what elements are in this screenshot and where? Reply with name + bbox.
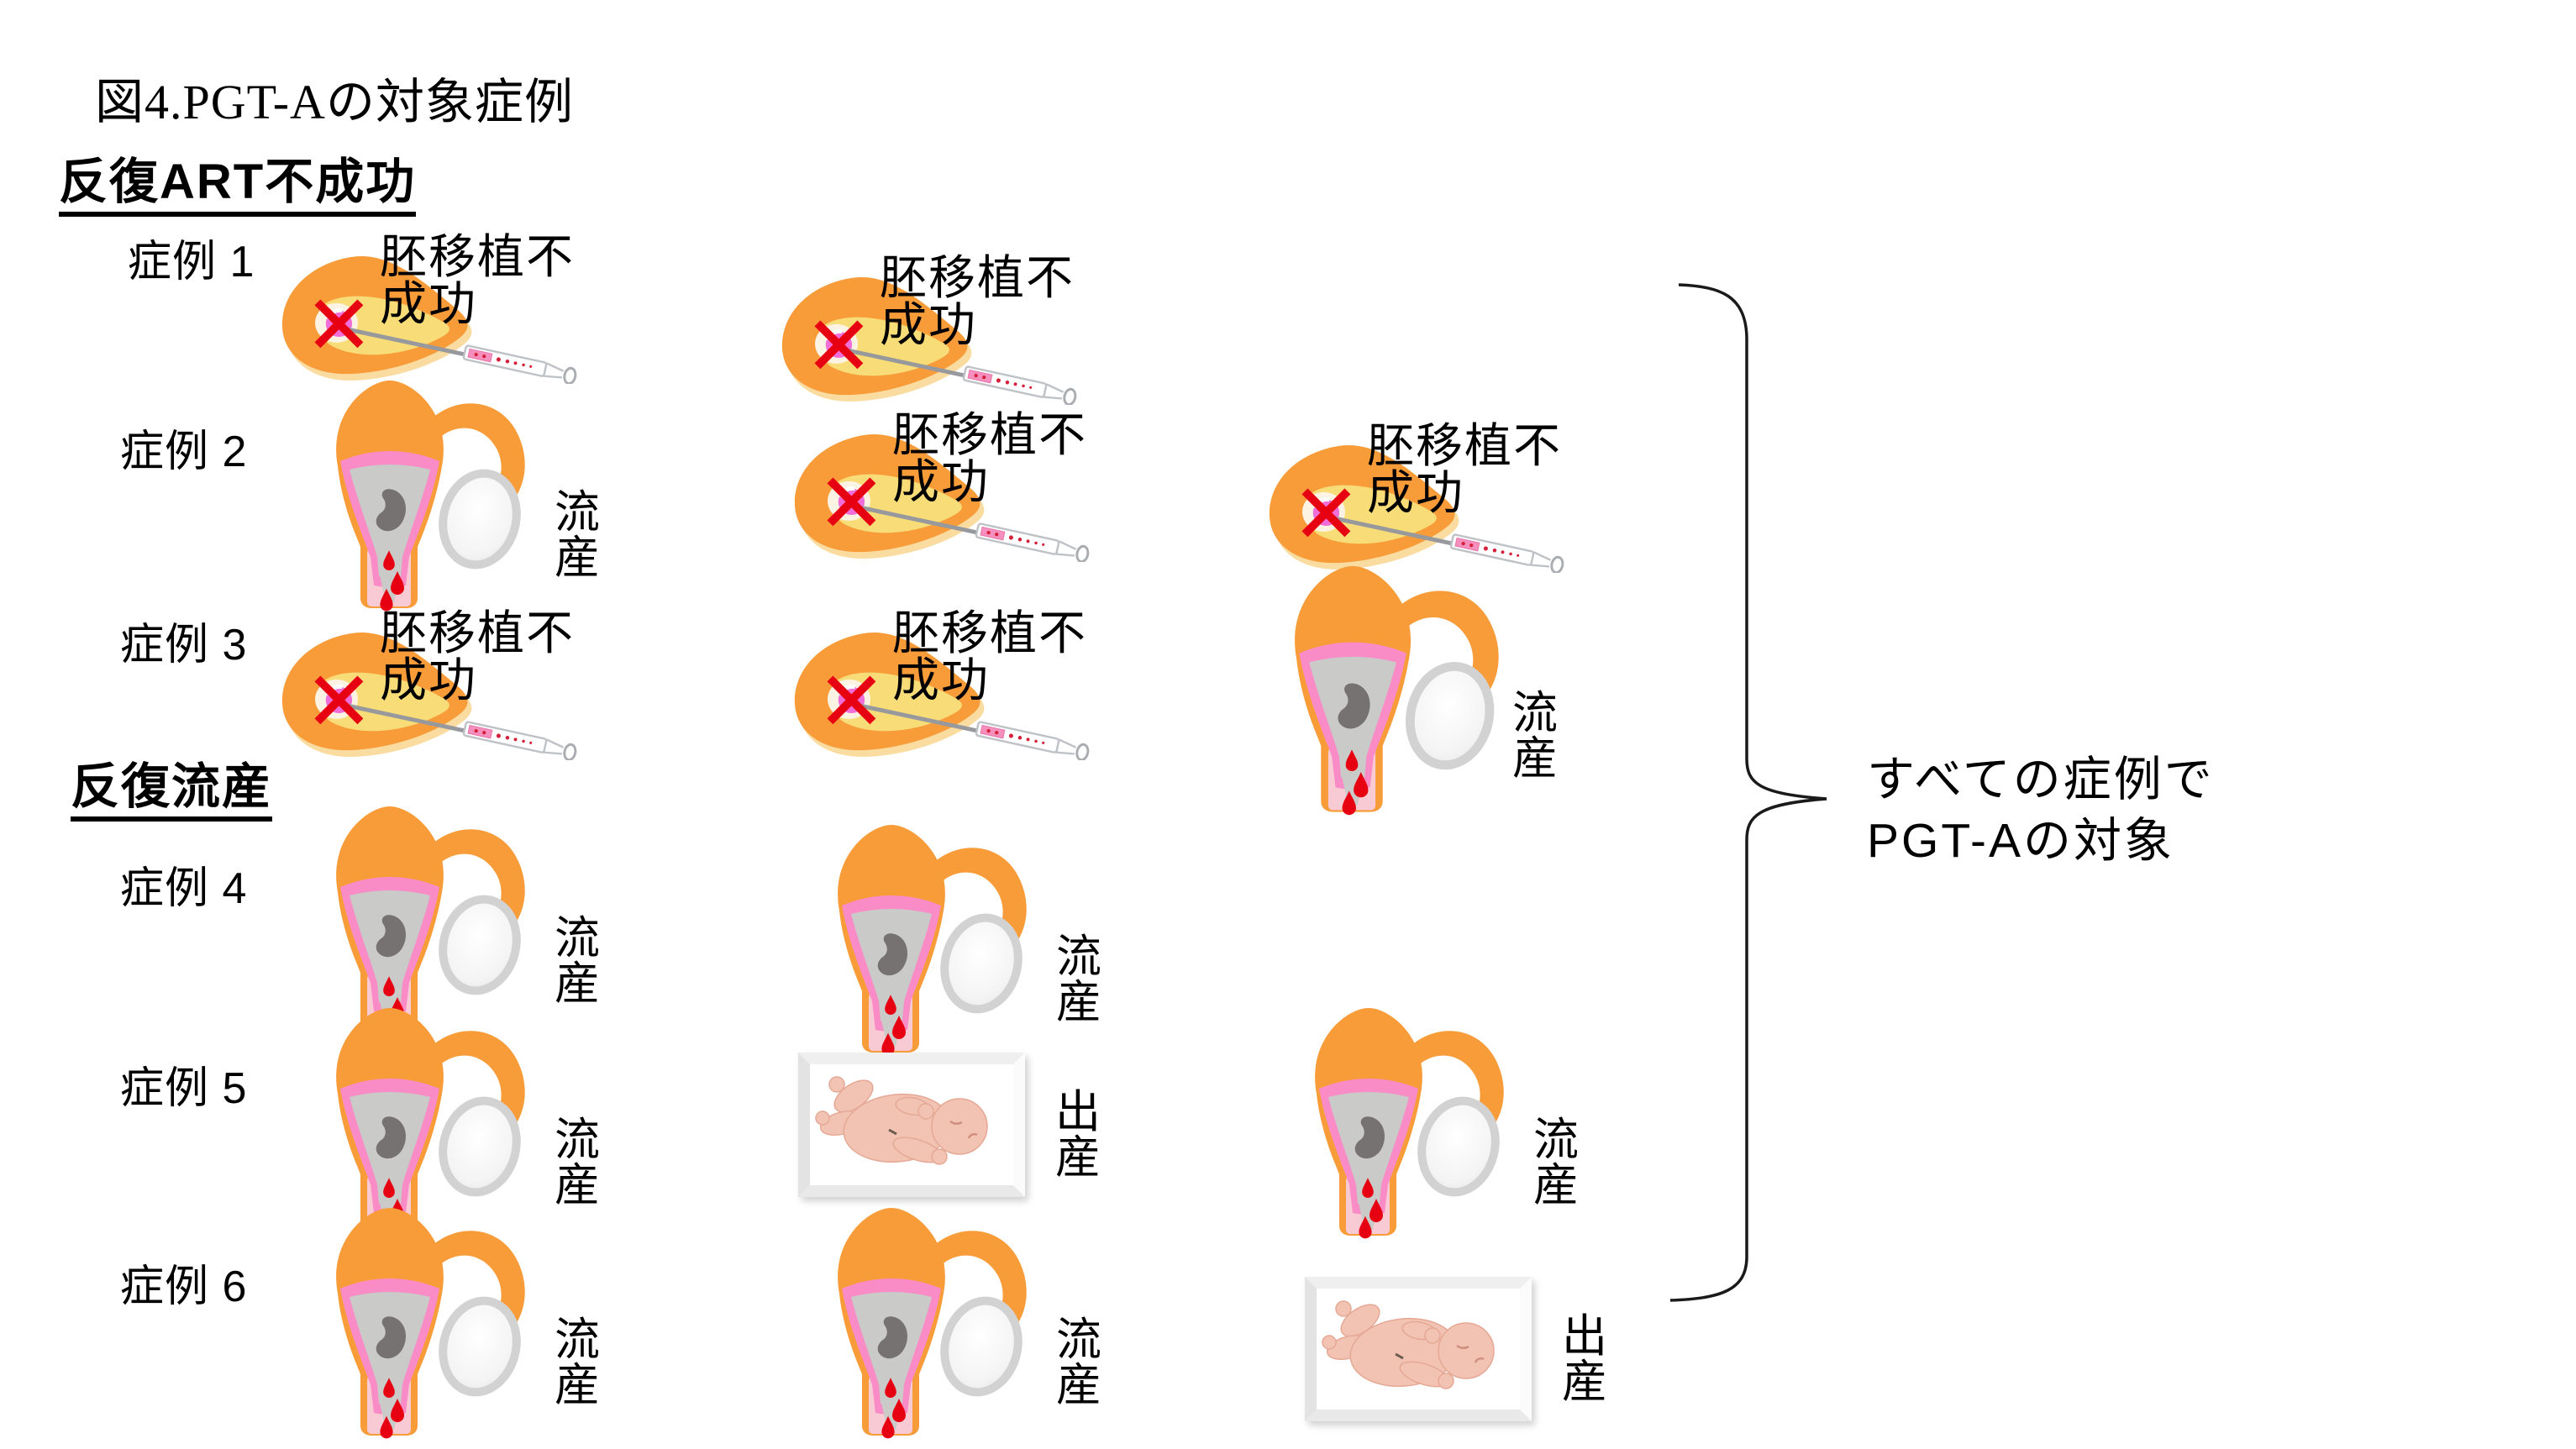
- birth-label: 出産: [1055, 1087, 1105, 1183]
- case5-event2-birth: 出産: [798, 1053, 1101, 1197]
- transfer-failure-label: 胚移植不成功: [380, 606, 575, 706]
- case6-event2-miscarriage: 流産: [828, 1200, 1101, 1439]
- case3-event1-transfer-failure: 胚移植不成功: [277, 610, 590, 760]
- case2-event3-transfer-failure: 胚移植不成功: [1264, 423, 1577, 573]
- miscarriage-label: 流産: [1533, 1115, 1583, 1210]
- case-5-label: 症例 5: [120, 1064, 248, 1113]
- case4-event1-miscarriage: 流産: [326, 798, 600, 1037]
- case1-event1-transfer-failure: 胚移植不成功: [277, 234, 590, 384]
- miscarriage-label: 流産: [1056, 1315, 1106, 1410]
- pgt-a-target-note-line1: すべての症例で: [1867, 753, 2215, 806]
- pgt-a-target-note: すべての症例で PGT-Aの対象: [1867, 749, 2215, 872]
- case4-event2-miscarriage: 流産: [828, 816, 1101, 1056]
- miscarriage-label: 流産: [1056, 932, 1106, 1027]
- case-6-label: 症例 6: [120, 1263, 248, 1311]
- figure-title: 図4.PGT-Aの対象症例: [95, 75, 574, 129]
- case-1-label: 症例 1: [128, 238, 255, 286]
- case6-event3-birth: 出産: [1305, 1277, 1607, 1421]
- case2-event1-miscarriage: 流産: [326, 372, 600, 612]
- transfer-failure-label: 胚移植不成功: [880, 251, 1075, 351]
- case-3-label: 症例 3: [120, 621, 248, 669]
- newborn-photo: [798, 1053, 1025, 1197]
- miscarriage-uterus-icon: [326, 372, 536, 612]
- miscarriage-label: 流産: [555, 913, 604, 1009]
- case1-event2-transfer-failure: 胚移植不成功: [777, 255, 1090, 405]
- case2-event2-transfer-failure: 胚移植不成功: [790, 412, 1102, 562]
- newborn-photo: [1305, 1277, 1532, 1421]
- miscarriage-uterus-icon: [828, 816, 1038, 1056]
- case-2-label: 症例 2: [120, 428, 248, 476]
- transfer-failure-label: 胚移植不成功: [380, 230, 575, 330]
- transfer-failure-label: 胚移植不成功: [892, 606, 1087, 706]
- case5-event3-miscarriage: 流産: [1305, 1000, 1579, 1239]
- miscarriage-uterus-icon: [1284, 556, 1511, 816]
- miscarriage-uterus-icon: [326, 1200, 536, 1439]
- miscarriage-uterus-icon: [828, 1200, 1038, 1439]
- transfer-failure-label: 胚移植不成功: [892, 408, 1087, 508]
- case6-event1-miscarriage: 流産: [326, 1200, 600, 1439]
- miscarriage-label: 流産: [555, 1315, 604, 1410]
- miscarriage-label: 流産: [555, 487, 604, 583]
- pgt-a-target-note-line2: PGT-Aの対象: [1867, 813, 2175, 868]
- section-heading-recurrent-miscarriage: 反復流産: [71, 763, 273, 822]
- case5-event1-miscarriage: 流産: [326, 1000, 600, 1239]
- miscarriage-label: 流産: [555, 1115, 604, 1210]
- section-heading-repeated-art-failure: 反復ART不成功: [59, 158, 417, 217]
- miscarriage-label: 流産: [1512, 688, 1562, 784]
- birth-label: 出産: [1562, 1311, 1611, 1407]
- case-4-label: 症例 4: [120, 864, 248, 913]
- transfer-failure-label: 胚移植不成功: [1367, 419, 1562, 519]
- case3-event2-transfer-failure: 胚移植不成功: [790, 610, 1102, 760]
- case3-event3-miscarriage: 流産: [1284, 556, 1558, 816]
- miscarriage-uterus-icon: [1305, 1000, 1515, 1239]
